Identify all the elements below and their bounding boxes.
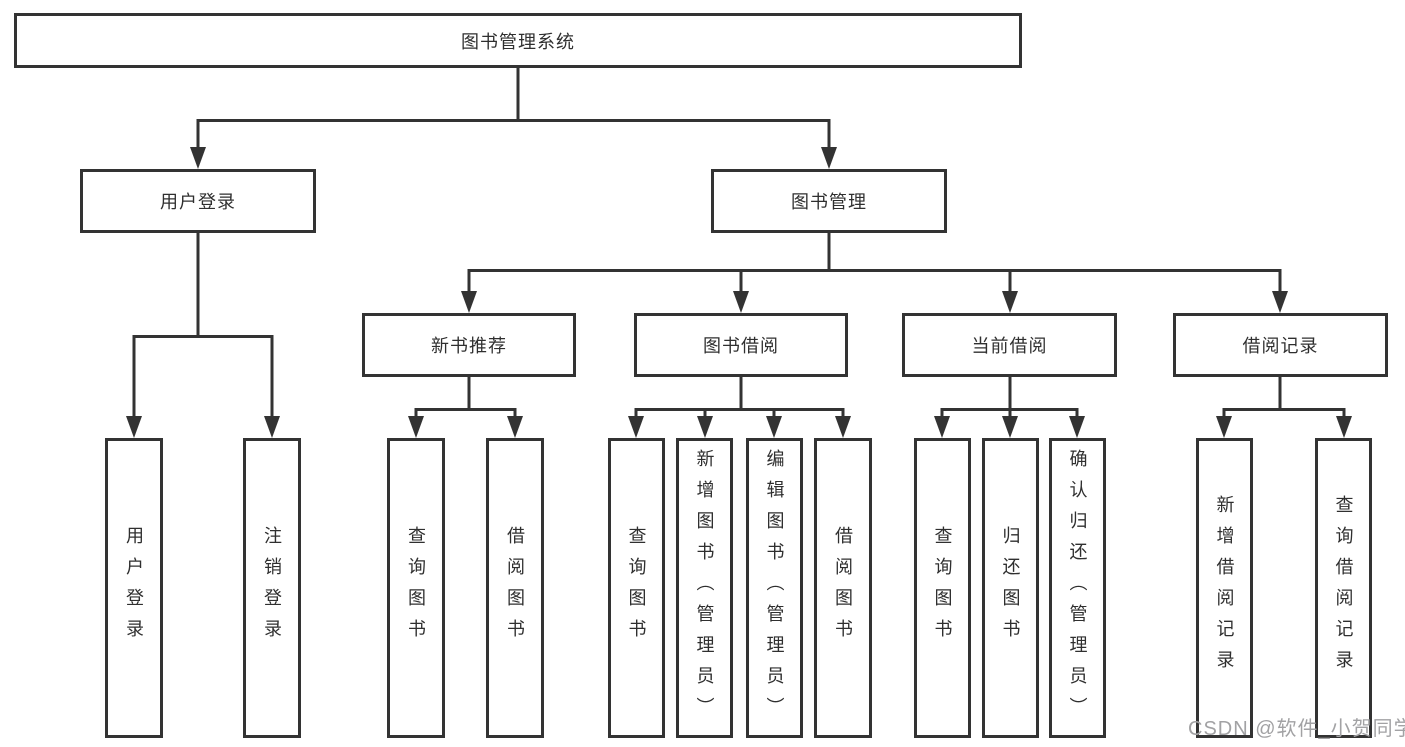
node-label: 借阅图书 [505, 526, 525, 650]
node-label: 确认归还（管理员） [1067, 448, 1088, 728]
node-label: 图书管理系统 [461, 31, 575, 52]
node-label: 借阅图书 [833, 526, 853, 650]
node-book-borrowing: 图书借阅 [634, 313, 848, 377]
node-label: 新增借阅记录 [1214, 495, 1235, 681]
node-user-login: 用户登录 [80, 169, 316, 233]
leaf-user-login: 用户登录 [105, 438, 163, 738]
leaf-logout: 注销登录 [243, 438, 301, 738]
node-current-borrowing: 当前借阅 [902, 313, 1117, 377]
node-borrowing-records: 借阅记录 [1173, 313, 1388, 377]
node-label: 借阅记录 [1242, 336, 1319, 356]
leaf-query-books-borrowing: 查询图书 [608, 438, 665, 738]
node-library-management-system: 图书管理系统 [14, 13, 1022, 68]
node-label: 当前借阅 [971, 336, 1048, 356]
node-label: 查询图书 [406, 526, 426, 650]
leaf-query-borrow-record: 查询借阅记录 [1315, 438, 1372, 738]
node-label: 新书推荐 [431, 336, 507, 356]
leaf-borrow-books-recommend: 借阅图书 [486, 438, 544, 738]
node-label: 查询图书 [932, 526, 953, 650]
node-book-management: 图书管理 [711, 169, 947, 233]
watermark: CSDN @软件_小贺同学 [1188, 718, 1405, 740]
node-label: 用户登录 [124, 526, 144, 650]
leaf-return-book: 归还图书 [982, 438, 1039, 738]
node-label: 编辑图书（管理员） [764, 448, 785, 728]
node-label: 图书管理 [791, 192, 867, 212]
node-label: 图书借阅 [703, 336, 779, 356]
leaf-edit-book-admin: 编辑图书（管理员） [746, 438, 803, 738]
leaf-add-book-admin: 新增图书（管理员） [676, 438, 733, 738]
leaf-borrow-books: 借阅图书 [814, 438, 872, 738]
node-label: 查询图书 [626, 526, 647, 650]
node-label: 查询借阅记录 [1333, 495, 1354, 681]
node-new-book-recommendation: 新书推荐 [362, 313, 576, 377]
leaf-confirm-return-admin: 确认归还（管理员） [1049, 438, 1106, 738]
node-label: 用户登录 [160, 192, 236, 212]
node-label: 注销登录 [262, 526, 282, 650]
node-label: 归还图书 [1000, 526, 1021, 650]
leaf-query-books-current: 查询图书 [914, 438, 971, 738]
node-label: 新增图书（管理员） [694, 448, 715, 728]
leaf-query-books-recommend: 查询图书 [387, 438, 445, 738]
leaf-add-borrow-record: 新增借阅记录 [1196, 438, 1253, 738]
